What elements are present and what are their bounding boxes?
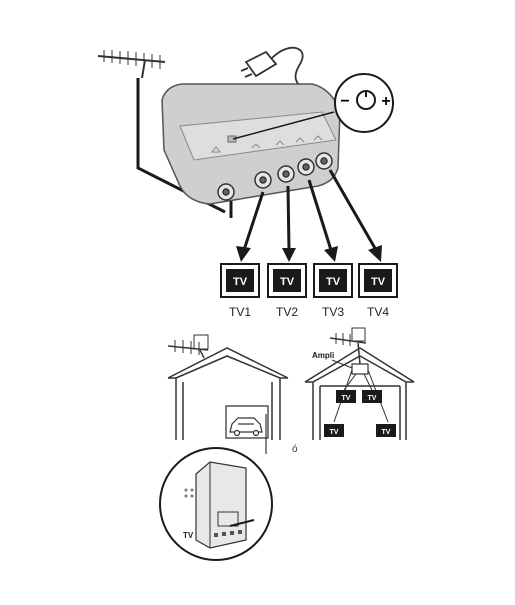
small-mark: ó (292, 444, 298, 455)
tv-3-screen-text: TV (326, 276, 341, 288)
amplifier-connectors (217, 152, 333, 201)
tv-4-screen-text: TV (371, 276, 386, 288)
tv-3-label: TV3 (322, 305, 344, 319)
room-tv-1: TV (324, 424, 344, 437)
power-plug-icon (240, 46, 304, 87)
ampli-label: Ampli (312, 351, 334, 360)
yagi-antenna-icon (97, 50, 166, 79)
car-icon (229, 417, 263, 437)
svg-text:TV: TV (368, 395, 377, 402)
tv-4: TV TV4 (358, 263, 398, 319)
tv-1-screen-text: TV (233, 276, 248, 288)
tv-2: TV TV2 (267, 263, 307, 319)
attic-tv-2: TV (362, 390, 382, 403)
knob-minus-label: − (340, 93, 349, 110)
tv-2-label: TV2 (276, 305, 298, 319)
gain-knob-callout: − + (334, 73, 394, 133)
attic-house (304, 347, 415, 440)
tv-1: TV TV1 (220, 263, 260, 319)
box-tv-label: TV (183, 531, 194, 540)
svg-text:TV: TV (382, 429, 391, 436)
garage-antenna-icon (167, 334, 209, 359)
room-tv-2: TV (376, 424, 396, 437)
amplifier-box (161, 83, 341, 205)
tv-3: TV TV3 (313, 263, 353, 319)
tv-4-label: TV4 (367, 305, 389, 319)
magnified-amplifier-callout: TV (159, 447, 273, 561)
output-arrows (236, 169, 382, 262)
zoom-pointer-line (232, 111, 335, 140)
attic-antenna-icon (329, 327, 367, 365)
tv-1-label: TV1 (229, 305, 251, 319)
tv-2-screen-text: TV (280, 276, 295, 288)
garage-house (167, 347, 289, 440)
svg-text:TV: TV (342, 395, 351, 402)
knob-plus-label: + (381, 93, 390, 110)
svg-text:TV: TV (330, 429, 339, 436)
attic-tv-1: TV (336, 390, 356, 403)
